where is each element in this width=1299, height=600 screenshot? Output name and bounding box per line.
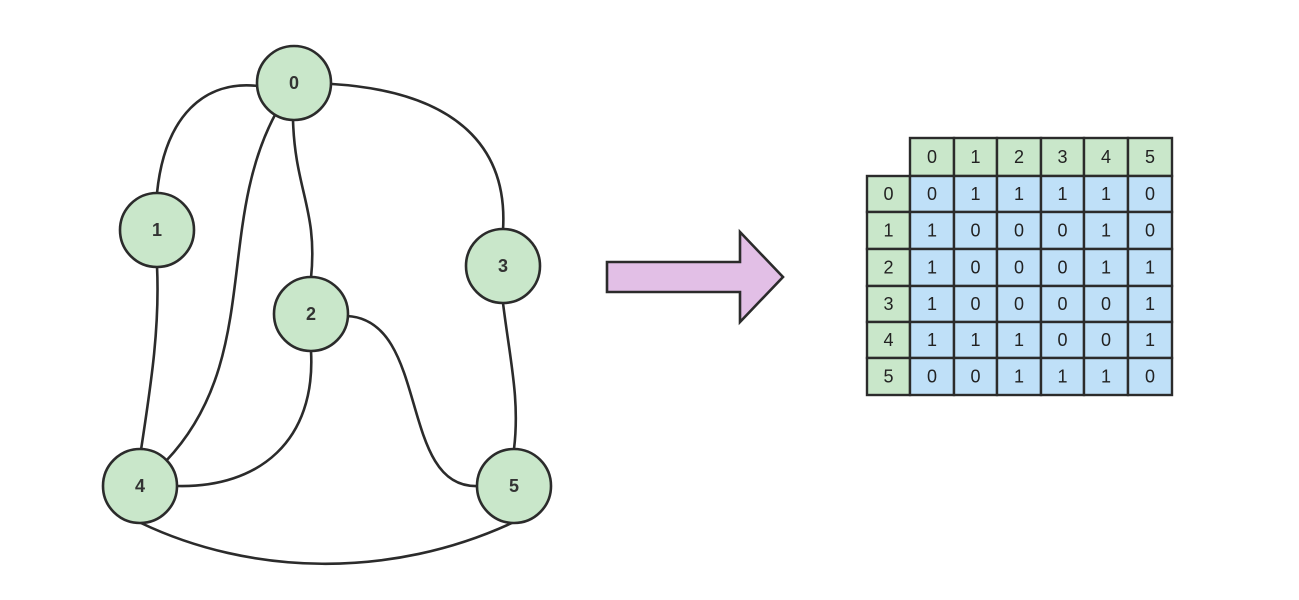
graph-node: 1 <box>118 191 196 269</box>
matrix-cell-bg <box>1039 247 1086 288</box>
matrix-cell: 1 <box>1145 294 1155 314</box>
matrix-cell-bg <box>1126 174 1174 214</box>
matrix-cell: 0 <box>1101 330 1111 350</box>
node-label: 5 <box>509 476 519 496</box>
node-circle <box>475 447 553 525</box>
matrix-row-header: 3 <box>883 294 893 314</box>
matrix-cell: 0 <box>1145 184 1155 204</box>
matrix-cell: 0 <box>1014 257 1024 277</box>
matrix-cell: 1 <box>1145 257 1155 277</box>
matrix-cell: 0 <box>1145 366 1155 386</box>
edge-1-4 <box>139 264 159 452</box>
node-circle <box>272 275 350 353</box>
matrix-cell: 1 <box>1101 257 1111 277</box>
matrix-cell-bg <box>1039 210 1086 251</box>
matrix-col-header-bg <box>1082 136 1130 178</box>
matrix-cell-bg <box>1126 356 1174 397</box>
matrix-cell: 1 <box>970 330 980 350</box>
matrix-cell: 0 <box>970 294 980 314</box>
matrix-cell-bg <box>952 247 999 288</box>
edge-0-2 <box>291 118 314 280</box>
graph-nodes: 0 1 2 3 4 5 <box>101 44 553 525</box>
node-circle <box>464 227 542 305</box>
edge-3-5 <box>501 301 518 451</box>
matrix-cell: 1 <box>1014 366 1024 386</box>
matrix-col-header: 5 <box>1145 147 1155 167</box>
matrix-cell-bg <box>908 284 956 324</box>
node-label: 2 <box>306 304 316 324</box>
matrix-cell: 1 <box>927 257 937 277</box>
matrix-cell-bg <box>1126 284 1174 324</box>
matrix-row-header: 1 <box>883 220 893 240</box>
matrix-cell: 0 <box>1057 330 1067 350</box>
matrix-cell: 0 <box>1057 294 1067 314</box>
adjacency-matrix: 0 1 2 3 4 5 0 1 2 3 4 5 0 1 1 1 1 0 1 0 0 0 1 0 1 0 0 0 1 1 1 0 0 0 0 1 1 1 1 0… <box>865 136 1174 397</box>
matrix-cell-bg <box>952 284 999 324</box>
matrix-cell: 0 <box>1145 220 1155 240</box>
matrix-col-header: 2 <box>1014 147 1024 167</box>
matrix-row-header: 4 <box>883 330 893 350</box>
matrix-cell-bg <box>1082 356 1130 397</box>
graph-node: 2 <box>272 275 350 353</box>
graph-edges <box>139 82 518 566</box>
edge-2-5 <box>345 314 479 488</box>
matrix-row-header: 5 <box>883 366 893 386</box>
matrix-col-header-bg <box>1126 136 1174 178</box>
matrix-cell: 0 <box>1057 257 1067 277</box>
matrix-row-header-bg <box>865 247 912 288</box>
matrix-row-header-bg <box>865 210 912 251</box>
node-label: 4 <box>135 476 145 496</box>
node-label: 3 <box>498 256 508 276</box>
matrix-cell: 0 <box>970 257 980 277</box>
graph-node: 0 <box>255 44 333 122</box>
graph-node: 4 <box>101 447 179 525</box>
matrix-row-header: 0 <box>883 184 893 204</box>
node-label: 1 <box>152 220 162 240</box>
matrix-cell-bg <box>1126 210 1174 251</box>
matrix-cell: 1 <box>1014 184 1024 204</box>
matrix-cell: 1 <box>927 220 937 240</box>
matrix-cell: 1 <box>927 330 937 350</box>
matrix-col-header: 0 <box>927 147 937 167</box>
matrix-cell-bg <box>908 356 956 397</box>
node-label: 0 <box>289 73 299 93</box>
matrix-cell-bg <box>1039 356 1086 397</box>
matrix-cell: 0 <box>970 366 980 386</box>
matrix-cell: 1 <box>1101 366 1111 386</box>
matrix-row-header: 2 <box>883 257 893 277</box>
matrix-cell: 0 <box>927 366 937 386</box>
edge-0-1 <box>155 84 260 195</box>
right-arrow <box>605 228 785 326</box>
edge-4-5 <box>139 520 516 566</box>
edge-2-4 <box>175 349 313 488</box>
matrix-cell: 1 <box>1057 366 1067 386</box>
matrix-col-header: 4 <box>1101 147 1111 167</box>
matrix-cell-bg <box>1126 247 1174 288</box>
matrix-cell-bg <box>1126 320 1174 360</box>
edge-0-3 <box>330 82 505 232</box>
edge-0-4 <box>164 111 278 463</box>
node-circle <box>118 191 196 269</box>
matrix-cell: 1 <box>970 184 980 204</box>
matrix-cell: 1 <box>1145 330 1155 350</box>
matrix-cell: 0 <box>1057 220 1067 240</box>
matrix-cell-bg <box>995 356 1043 397</box>
matrix-cell: 0 <box>1101 294 1111 314</box>
matrix-cell: 1 <box>927 294 937 314</box>
matrix-cell: 1 <box>1101 220 1111 240</box>
matrix-cell: 0 <box>927 184 937 204</box>
matrix-cell: 1 <box>1014 330 1024 350</box>
matrix-cell: 0 <box>1014 294 1024 314</box>
graph-node: 5 <box>475 447 553 525</box>
matrix-cell: 0 <box>970 220 980 240</box>
matrix-cell: 1 <box>1057 184 1067 204</box>
graph-node: 3 <box>464 227 542 305</box>
matrix-cell: 1 <box>1101 184 1111 204</box>
node-circle <box>255 44 333 122</box>
matrix-cell: 0 <box>1014 220 1024 240</box>
matrix-col-header: 3 <box>1057 147 1067 167</box>
node-circle <box>101 447 179 525</box>
matrix-col-header: 1 <box>970 147 980 167</box>
